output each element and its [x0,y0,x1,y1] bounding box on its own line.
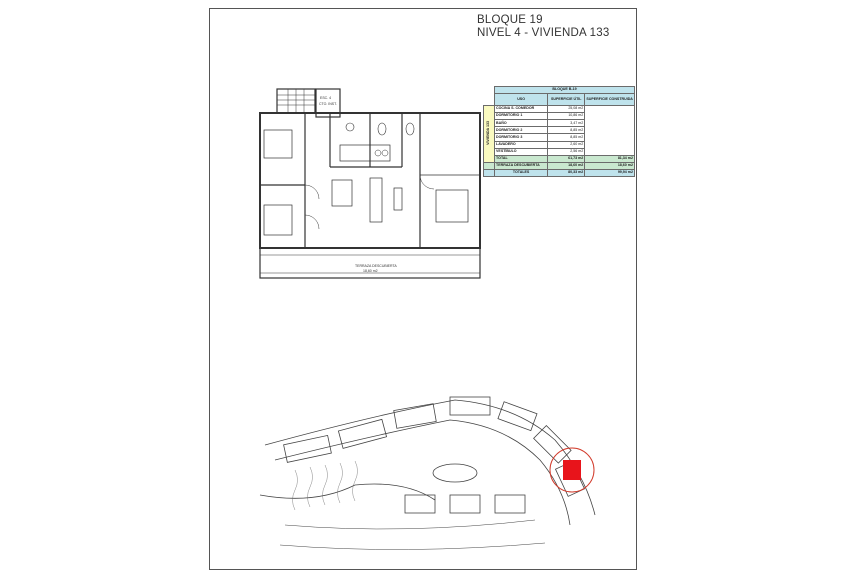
grand-built: 99,94 m2 [584,168,635,178]
total-built: 81,34 m2 [584,154,635,163]
terrace-label: TERRAZA DESCUBIERTA [494,161,549,170]
terrace-built: 18,60 m2 [584,161,635,170]
room-name: LAVADERO [494,140,549,149]
col-built: SUPERFICIE CONSTRUIDA [584,93,635,107]
terrace-row: TERRAZA DESCUBIERTA 18,60 m2 18,60 m2 [482,161,635,170]
room-area: 8,85 m2 [547,133,586,142]
areas-table: BLOQUE B-19 USO SUPERFICIE ÚTIL SUPERFIC… [482,85,635,178]
room-name: DORMITORIO 3 [494,133,549,142]
block-header: BLOQUE B-19 [494,85,635,95]
dwelling-location-marker [563,460,581,480]
grand-useful: 80,33 m2 [547,168,586,178]
room-area: 2,60 m2 [547,140,586,149]
table-row: DORMITORIO 2 8,85 m2 [484,126,635,135]
col-use: USO [494,93,549,107]
terrace-note: TERRAZA DESCUBIERTA [355,264,397,268]
stair-label-2: CTO. INST. [319,102,337,106]
total-useful: 61,73 m2 [547,154,586,163]
room-area: 25,08 m2 [547,105,586,114]
block-title: BLOQUE 19 [477,14,543,26]
room-area: 10,86 m2 [547,112,586,121]
total-label: TOTAL [494,154,549,163]
room-area: 3,47 m2 [547,119,586,128]
room-area: 2,56 m2 [547,147,586,156]
col-useful: SUPERFICIE ÚTIL [547,93,586,107]
room-area: 8,85 m2 [547,126,586,135]
stair-label: ESC. 4 [320,96,331,100]
table-row: VIVIENDA 133 COCINA S. COMEDOR 25,08 m2 [482,105,635,163]
room-name: COCINA S. COMEDOR [494,105,549,114]
room-name: DORMITORIO 1 [494,112,549,121]
grand-total-row: TOTALES 80,33 m2 99,94 m2 [482,168,635,178]
floor-plan: ESC. 4 CTO. INST. TERRAZA DESCUBIERTA 18… [259,88,481,279]
room-name: VESTÍBULO [494,147,549,156]
table-row: DORMITORIO 3 8,85 m2 [484,133,635,142]
table-row: VESTÍBULO 2,56 m2 [484,147,635,156]
room-name: DORMITORIO 2 [494,126,549,135]
terrace-note-area: 18,60 m2 [363,269,378,273]
grand-label: TOTALES [494,168,549,178]
room-name: BAÑO [494,119,549,128]
total-row: TOTAL 61,73 m2 81,34 m2 [484,154,635,163]
level-dwelling-title: NIVEL 4 - VIVIENDA 133 [477,27,610,39]
terrace-useful: 18,60 m2 [547,161,586,170]
dwelling-location-circle [549,447,595,493]
site-plan [259,396,596,550]
built-area-blank [584,105,635,156]
table-row: LAVADERO 2,60 m2 [484,140,635,149]
